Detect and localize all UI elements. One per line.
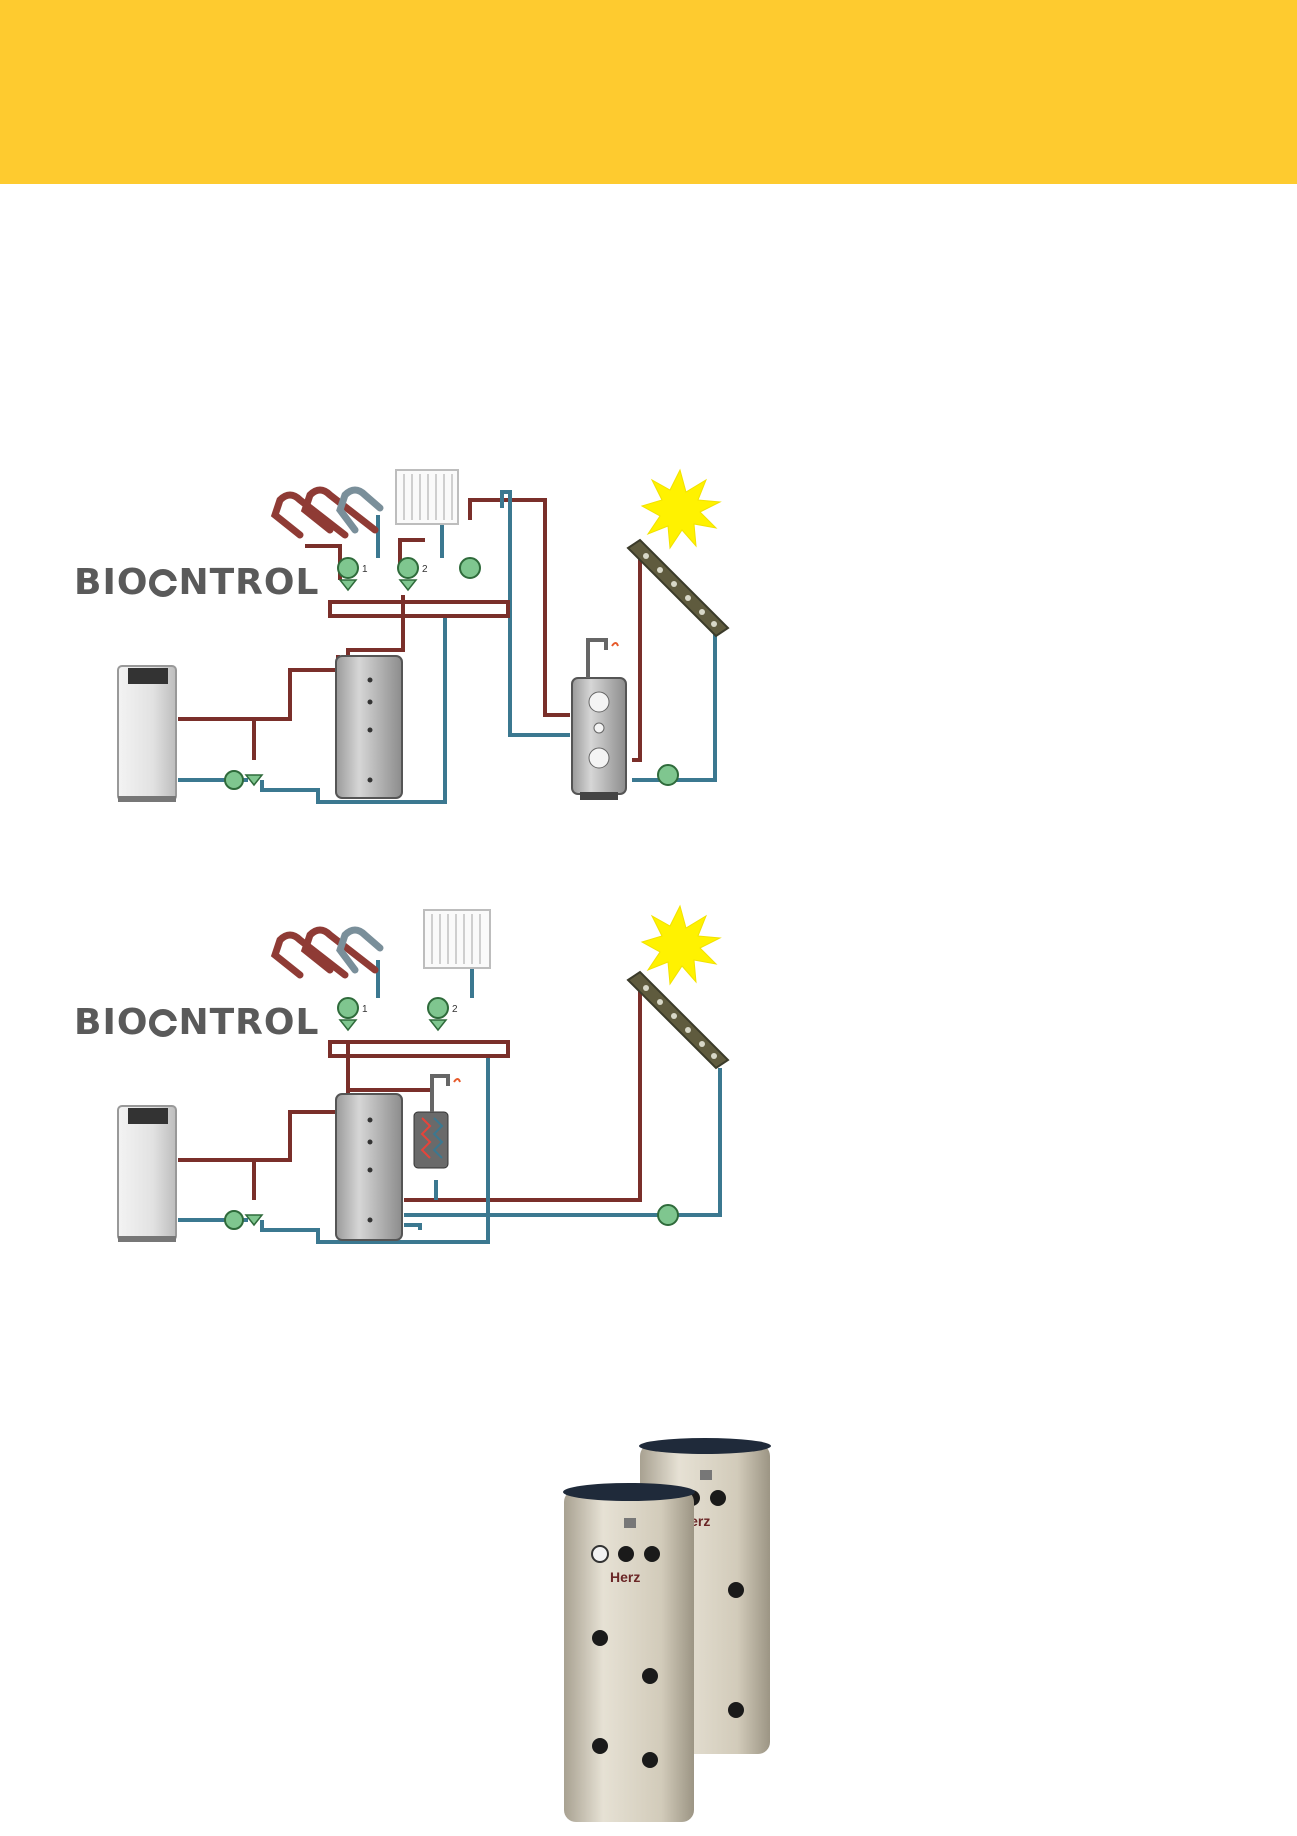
logo-c-mark bbox=[149, 1009, 178, 1037]
boiler-icon bbox=[117, 1105, 177, 1242]
buffer-tanks-illustration: Herz Herz bbox=[563, 1438, 771, 1822]
hot-water-tank-icon bbox=[571, 677, 627, 800]
radiator-icon bbox=[423, 909, 491, 969]
mixing-valve-icon bbox=[244, 579, 418, 787]
tap-icon bbox=[586, 638, 619, 678]
pump-icon bbox=[224, 557, 679, 790]
manifold bbox=[328, 600, 510, 618]
heat-exchanger-icon bbox=[413, 1111, 449, 1169]
header-band bbox=[0, 0, 1297, 184]
circuit-2-label: 2 bbox=[422, 564, 428, 575]
solar-collector-icon bbox=[626, 538, 730, 638]
supply-pipes bbox=[178, 986, 650, 1202]
manifold bbox=[328, 1040, 510, 1058]
circuit-1-label: 1 bbox=[362, 564, 368, 575]
tank-brand-label: Herz bbox=[610, 1569, 640, 1585]
solar-collector-icon bbox=[626, 970, 730, 1070]
scheme-2-drawing: 1 2 bbox=[117, 904, 730, 1244]
return-pipes bbox=[178, 490, 717, 804]
sun-icon bbox=[640, 468, 722, 550]
pump-icon bbox=[224, 997, 679, 1230]
sun-icon bbox=[640, 904, 722, 986]
scheme-1-drawing: 1 2 bbox=[117, 468, 730, 804]
circuit-2-label: 2 bbox=[452, 1004, 458, 1015]
buffer-tank-icon bbox=[335, 1093, 403, 1241]
tap-icon bbox=[430, 1074, 461, 1112]
boiler-icon bbox=[117, 665, 177, 802]
floor-heating-icon bbox=[270, 926, 384, 979]
circuit-1-label: 1 bbox=[362, 1004, 368, 1015]
mixing-valve-icon bbox=[244, 1019, 448, 1227]
radiator-icon bbox=[395, 469, 459, 525]
logo-c-mark bbox=[149, 569, 178, 597]
front-tank: Herz bbox=[563, 1483, 695, 1822]
floor-heating-icon bbox=[270, 486, 384, 539]
buffer-tank-icon bbox=[335, 655, 403, 799]
